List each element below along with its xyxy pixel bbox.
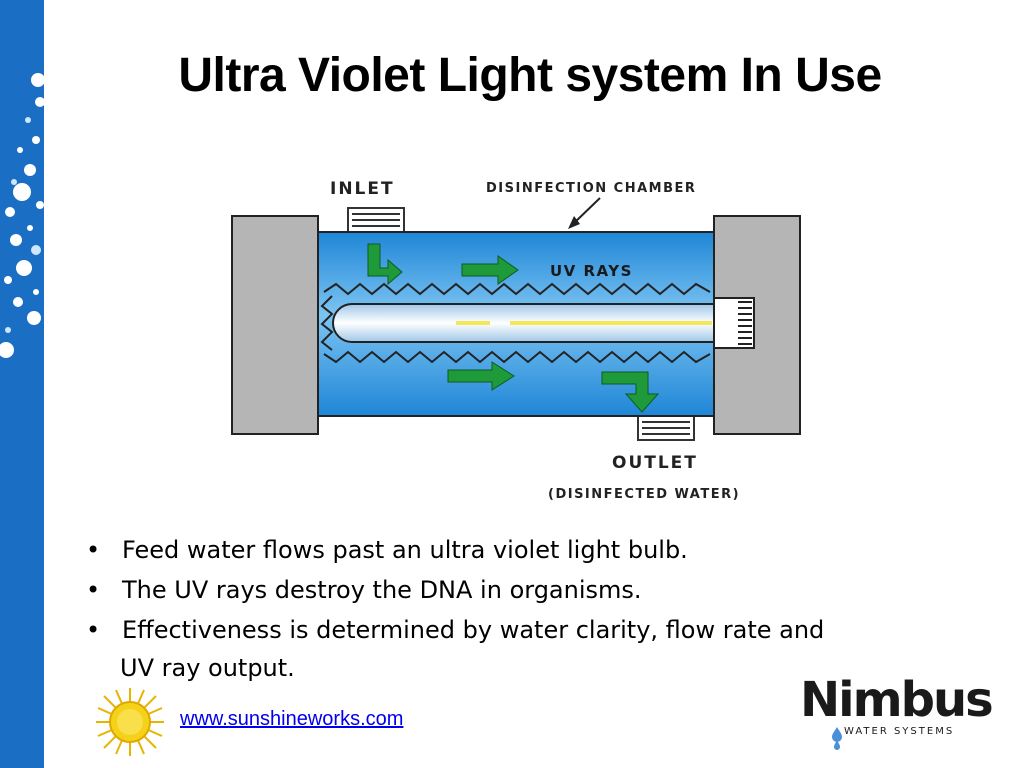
uv-rays-lower bbox=[323, 350, 711, 364]
nimbus-logo-wordmark: Nimbus bbox=[800, 672, 994, 728]
uv-system-diagram: INLET DISINFECTION CHAMBER bbox=[228, 172, 808, 504]
bubbles-decoration bbox=[0, 73, 44, 358]
water-drop-icon bbox=[832, 727, 842, 750]
upper-flow-arrow bbox=[461, 255, 519, 285]
outlet-label: OUTLET bbox=[612, 453, 698, 473]
decorative-sidebar bbox=[0, 0, 44, 768]
uv-rays-left bbox=[320, 295, 334, 351]
uv-bulb bbox=[332, 297, 755, 349]
nimbus-logo-tagline: WATER SYSTEMS bbox=[844, 726, 955, 737]
bullet-item: Feed water flows past an ultra violet li… bbox=[86, 530, 966, 570]
uv-rays-label: UV RAYS bbox=[550, 262, 633, 280]
website-link[interactable]: www.sunshineworks.com bbox=[180, 708, 404, 730]
lower-flow-arrow bbox=[447, 361, 515, 391]
outlet-flow-arrow bbox=[601, 371, 660, 413]
slide-title: Ultra Violet Light system In Use bbox=[178, 49, 882, 102]
left-end-cap bbox=[231, 215, 319, 435]
chamber-pointer-head bbox=[568, 216, 580, 229]
inlet-flow-arrow bbox=[367, 243, 403, 286]
nimbus-logo: Nimbus WATER SYSTEMS bbox=[800, 672, 994, 756]
inlet-label: INLET bbox=[330, 179, 395, 199]
bullet-item: The UV rays destroy the DNA in organisms… bbox=[86, 570, 966, 610]
sunshine-works-logo bbox=[90, 686, 170, 758]
inlet-port bbox=[347, 207, 405, 233]
bullet-item: Effectiveness is determined by water cla… bbox=[86, 610, 966, 650]
outlet-port bbox=[637, 415, 695, 441]
outlet-note-label: (DISINFECTED WATER) bbox=[548, 487, 740, 502]
uv-rays-upper bbox=[323, 282, 711, 296]
bullet-list: Feed water flows past an ultra violet li… bbox=[86, 530, 966, 686]
chamber-pointer-arrow bbox=[572, 197, 601, 225]
chamber-label: DISINFECTION CHAMBER bbox=[486, 181, 696, 196]
bullet-continuation: UV ray output. bbox=[120, 654, 295, 682]
